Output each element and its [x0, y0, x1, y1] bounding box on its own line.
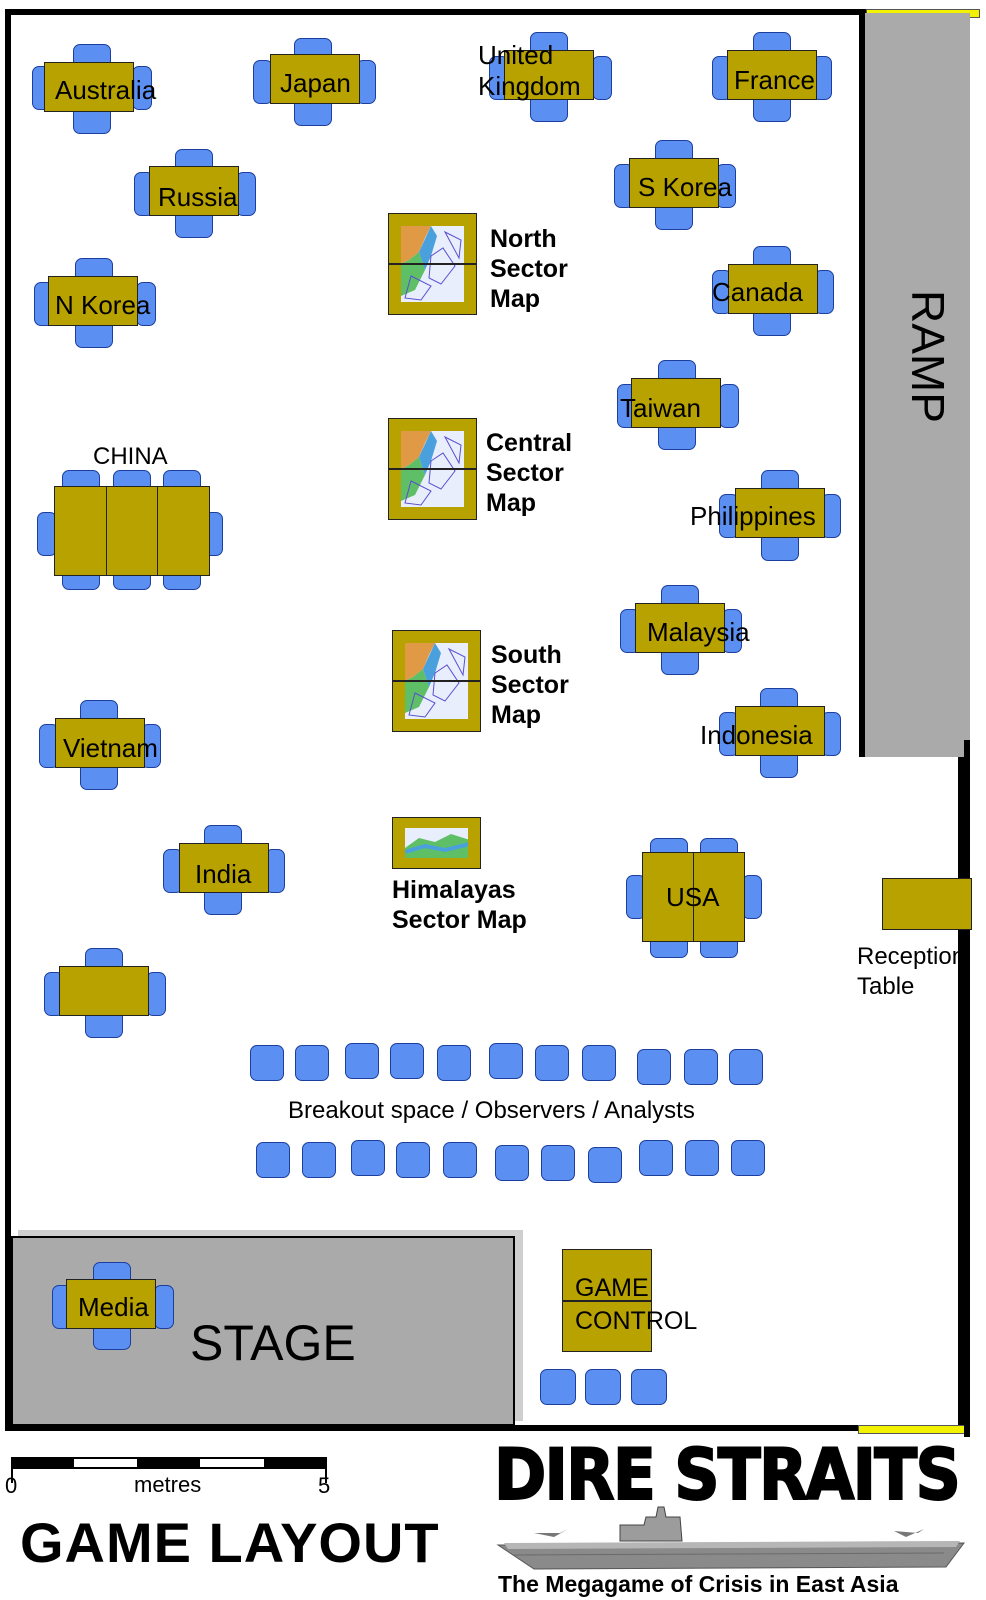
- tagline: The Megagame of Crisis in East Asia: [498, 1571, 899, 1597]
- himalayas-sector-map: [392, 817, 481, 869]
- game-control-divider: [562, 1300, 652, 1302]
- label-china: CHINA: [93, 443, 168, 470]
- map-thumbnail: [401, 226, 464, 302]
- label-north-sector-map: North Sector Map: [490, 225, 568, 313]
- label-taiwan: Taiwan: [620, 393, 701, 423]
- label-breakout: Breakout space / Observers / Analysts: [288, 1097, 695, 1124]
- south-sector-map: [392, 630, 481, 732]
- label-philippines: Philippines: [690, 501, 816, 531]
- label-central-sector-map: Central Sector Map: [486, 429, 573, 517]
- label-japan: Japan: [280, 68, 351, 98]
- right-wall-lower: [964, 740, 970, 1437]
- ramp-label: RAMP: [902, 290, 954, 423]
- stage-label: STAGE: [190, 1315, 356, 1371]
- bottom-door-marker: [858, 1425, 972, 1434]
- label-reception: Reception Table: [857, 943, 966, 1000]
- aircraft-carrier-icon: [496, 1506, 966, 1570]
- label-s-korea: S Korea: [638, 172, 732, 202]
- reception-table: [882, 878, 972, 930]
- label-n-korea: N Korea: [55, 290, 151, 320]
- central-sector-map: [388, 418, 477, 520]
- scale-zero: 0: [5, 1473, 18, 1498]
- dire-straits-logo: DIRE STRAITS: [493, 1434, 962, 1516]
- game-layout-title: GAME LAYOUT: [20, 1511, 440, 1574]
- map-divider: [393, 680, 480, 682]
- label-south-sector-map: South Sector Map: [491, 641, 569, 729]
- map-divider: [389, 263, 476, 265]
- label-russia: Russia: [158, 182, 238, 212]
- scale-unit: metres: [134, 1472, 202, 1497]
- ramp-area: [859, 13, 970, 757]
- label-india: India: [195, 859, 252, 889]
- scale-five: 5: [318, 1473, 331, 1498]
- label-malaysia: Malaysia: [647, 617, 750, 647]
- map-divider: [389, 468, 476, 470]
- label-media: Media: [78, 1292, 149, 1322]
- label-himalayas-sector-map: Himalayas Sector Map: [392, 876, 527, 934]
- label-usa: USA: [666, 882, 720, 912]
- label-australia: Australia: [55, 75, 157, 105]
- label-indonesia: Indonesia: [700, 720, 813, 750]
- label-uk: United Kingdom: [478, 40, 581, 101]
- label-game-control: GAME CONTROL: [575, 1274, 698, 1335]
- label-france: France: [734, 65, 815, 95]
- map-thumbnail: [405, 828, 468, 858]
- label-vietnam: Vietnam: [63, 733, 158, 763]
- label-canada: Canada: [712, 277, 804, 307]
- north-sector-map: [388, 213, 477, 315]
